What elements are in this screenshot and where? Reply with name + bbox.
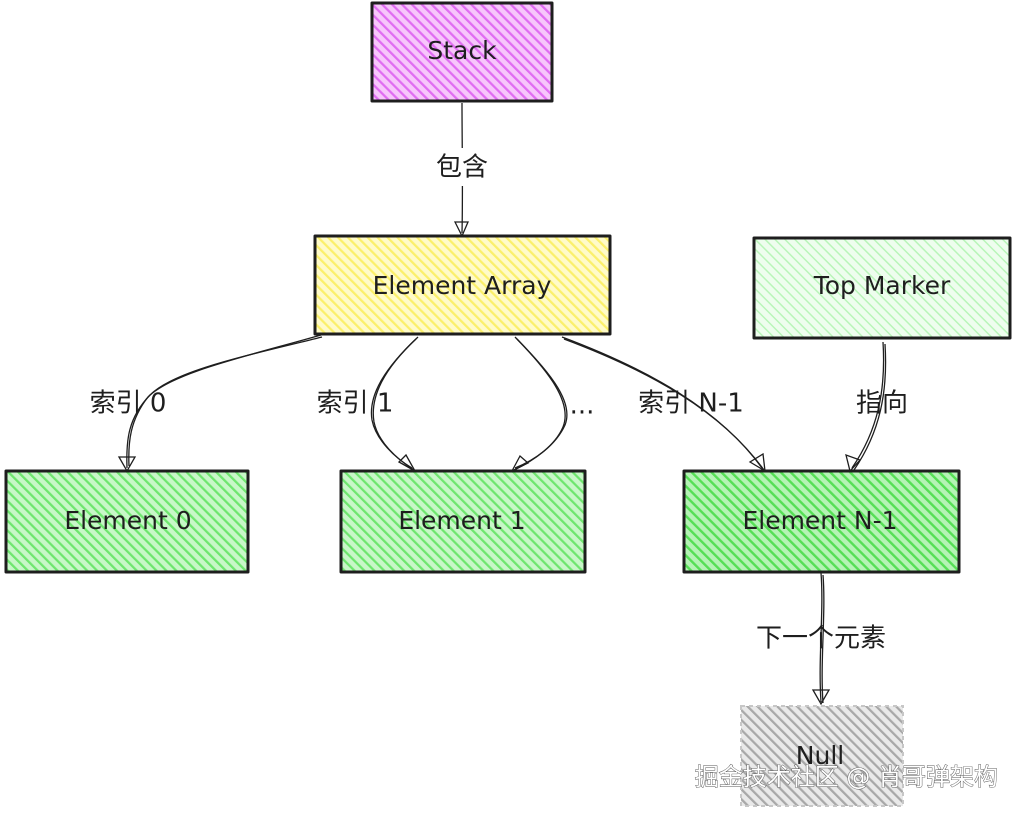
node-element-n1: Element N-1: [682, 469, 961, 574]
edge-array-to-element-n1: [561, 336, 766, 473]
edge-array-to-element-1-ellipsis: [510, 336, 568, 473]
node-null-label: Null: [796, 741, 844, 770]
node-top-marker: Top Marker: [752, 236, 1012, 340]
node-element-1: Element 1: [339, 469, 587, 574]
node-null: Null: [740, 705, 904, 807]
edge-label-ellipsis: ...: [570, 391, 595, 421]
edge-label-contains: 包含: [436, 153, 488, 183]
edge-label-index-0: 索引 0: [90, 389, 167, 419]
node-element-1-label: Element 1: [398, 506, 525, 535]
edge-label-next-element: 下一个元素: [756, 624, 886, 654]
edge-top-marker-to-element-n1: [845, 341, 887, 473]
watermark: 掘金技术社区 @ 肖哥弹架构: [695, 763, 998, 791]
node-element-0: Element 0: [4, 469, 250, 574]
node-stack-label: Stack: [427, 36, 497, 65]
edge-label-index-1: 索引 1: [317, 389, 394, 419]
edge-element-n1-to-null: [811, 572, 831, 706]
node-top-marker-label: Top Marker: [813, 271, 951, 300]
node-element-array: Element Array: [313, 234, 612, 336]
edge-label-points-to: 指向: [856, 389, 908, 419]
node-element-array-label: Element Array: [373, 271, 552, 300]
node-stack: Stack: [370, 1, 554, 103]
node-element-0-label: Element 0: [64, 506, 191, 535]
edge-array-to-element-1: [370, 336, 419, 473]
edge-array-to-element-0: [117, 334, 323, 473]
node-element-n1-label: Element N-1: [742, 506, 897, 535]
edge-label-index-n1: 索引 N-1: [638, 389, 744, 419]
